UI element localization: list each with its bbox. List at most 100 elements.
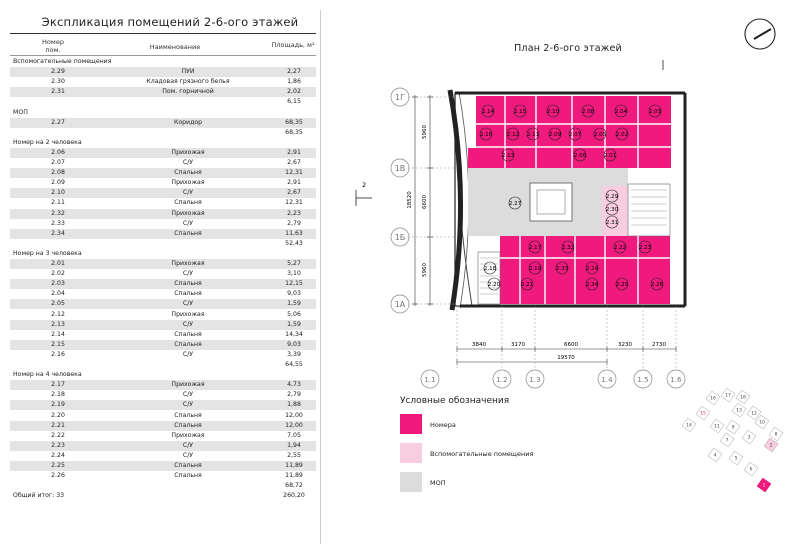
room-name: Спальня <box>174 472 202 480</box>
room-area: 2,91 <box>287 179 301 187</box>
room-label: 2.04 <box>615 109 628 115</box>
room-bubble <box>615 277 629 291</box>
keyplan-number: 15 <box>700 411 706 417</box>
subtotal-row: 52,43 <box>10 239 316 249</box>
room-label: 2.22 <box>614 245 626 251</box>
axis-label-row: 1Б <box>395 233 406 242</box>
room-number: 2.09 <box>51 179 65 187</box>
room-bubble <box>526 127 540 141</box>
room-number: 2.22 <box>51 431 65 439</box>
room-bubble <box>585 261 599 275</box>
room-label: 2.34 <box>586 282 599 288</box>
keyplan-cell <box>707 447 723 463</box>
dim-h-total: 19570 <box>557 355 575 361</box>
legend-label-service: Вспомогательные помещения <box>430 450 534 458</box>
room-bubble <box>605 189 619 203</box>
room-label: 2.33 <box>556 266 569 272</box>
room-number: 2.29 <box>51 68 65 76</box>
room-label: 2.26 <box>651 282 664 288</box>
dim-h-4: 3230 <box>618 342 632 348</box>
room-number: 2.18 <box>51 391 65 399</box>
keyplan-number: 9 <box>732 425 735 431</box>
keyplan-number: 3 <box>748 435 751 441</box>
room-area: 2,67 <box>287 159 301 166</box>
column-header-area: Площадь, м² <box>271 41 315 49</box>
column-header-name: Наименование <box>149 43 201 51</box>
keyplan-cell <box>681 417 697 433</box>
room-number: 2.05 <box>51 300 65 308</box>
keyplan-cell <box>735 389 751 405</box>
room-bubble <box>520 277 534 291</box>
room-name: Спальня <box>174 411 202 419</box>
room-name: Спальня <box>174 290 202 298</box>
room-number: 2.24 <box>51 451 65 459</box>
room-number: 2.12 <box>51 310 65 318</box>
room-name: Прихожая <box>171 209 205 217</box>
room-bubble <box>573 148 587 162</box>
room-area: 2,67 <box>287 189 301 197</box>
room-name: Спальня <box>174 330 202 338</box>
room-name: Прихожая <box>171 381 205 389</box>
keyplan-cell <box>705 390 721 406</box>
dim-h-3: 6600 <box>564 342 578 348</box>
room-bubble <box>568 127 582 141</box>
room-label: 2.13 <box>502 153 515 159</box>
room-name: Спальня <box>174 199 202 207</box>
room-number: 2.26 <box>51 472 65 480</box>
room-bubble <box>650 277 664 291</box>
axis-label-col: 1.4 <box>601 376 613 384</box>
room-number: 2.06 <box>51 148 65 156</box>
room-area: 12,00 <box>285 411 303 419</box>
section-heading: МОП <box>10 108 316 118</box>
room-number: 2.21 <box>51 421 65 429</box>
room-area: 9,03 <box>287 340 301 348</box>
room-number: 2.16 <box>51 350 65 358</box>
room-area: 7,05 <box>287 431 301 439</box>
room-label: 2.16 <box>480 132 493 138</box>
room-area: 11,89 <box>285 462 303 469</box>
room-area: 1,59 <box>287 300 301 308</box>
room-number: 2.34 <box>51 229 65 237</box>
room-number: 2.27 <box>51 118 65 126</box>
room-name: Прихожая <box>171 148 205 156</box>
room-label: 2.19 <box>529 266 542 272</box>
keyplan-number: 7 <box>726 438 729 444</box>
room-name: С/У <box>182 159 194 166</box>
room-area: 12,00 <box>285 421 303 429</box>
axis-bubble-col <box>666 369 686 389</box>
room-number: 2.31 <box>51 88 65 96</box>
keyplan-number: 2 <box>770 443 773 449</box>
keyplan-number: 11 <box>714 424 720 430</box>
dim-v-total: 18520 <box>407 191 413 209</box>
keyplan-cell <box>754 414 770 430</box>
room-name: Спальня <box>174 421 202 429</box>
room-label: 2.29 <box>606 194 619 200</box>
room-area: 3,10 <box>287 270 301 278</box>
room-name: ПУИ <box>181 68 195 76</box>
room-area: 12,31 <box>285 169 303 177</box>
axis-bubble-col <box>492 369 512 389</box>
room-name: Спальня <box>174 340 202 348</box>
legend-label-common: МОП <box>430 479 446 487</box>
room-label: 2.21 <box>521 282 533 288</box>
stair-core <box>529 182 573 222</box>
room-area: 11,63 <box>285 229 303 237</box>
dim-h-5: 2730 <box>652 342 666 348</box>
axis-label-col: 1.2 <box>496 376 507 384</box>
axis-label-row: 1В <box>395 164 406 173</box>
room-name: С/У <box>182 350 194 358</box>
keyplan-cell <box>725 419 741 435</box>
room-label: 2.23 <box>639 245 652 251</box>
room-number: 2.04 <box>51 290 65 298</box>
keyplan-cell <box>763 437 779 453</box>
room-label: 2.24 <box>586 266 599 272</box>
subtotal-row: 68,72 <box>10 481 316 491</box>
